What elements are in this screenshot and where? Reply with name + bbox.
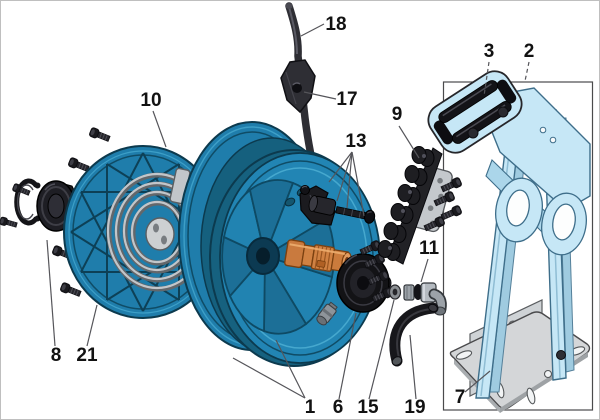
assembly-box-outline xyxy=(442,81,594,411)
leader-8 xyxy=(46,239,56,347)
leader-2 xyxy=(524,61,530,82)
latch-hardware xyxy=(299,185,376,226)
callout-9: 9 xyxy=(392,104,403,125)
ratchet-chain xyxy=(377,146,443,265)
hex-fitting xyxy=(316,301,338,326)
leader-1b xyxy=(232,357,306,399)
callout-2: 2 xyxy=(524,41,535,62)
callout-10: 10 xyxy=(140,90,161,111)
retaining-ring xyxy=(14,178,41,226)
leader-10 xyxy=(152,110,167,148)
callout-labels: 1 2 3 6 7 8 9 10 11 13 15 17 18 19 21 xyxy=(51,14,535,418)
flange-spokes xyxy=(221,179,335,335)
callout-17: 17 xyxy=(336,89,357,110)
leader-13b xyxy=(336,151,353,202)
callout-1: 1 xyxy=(305,397,316,418)
callout-19: 19 xyxy=(404,397,425,418)
leader-21 xyxy=(86,304,98,347)
callout-15: 15 xyxy=(357,397,379,418)
callout-11: 11 xyxy=(419,238,440,259)
leader-17 xyxy=(303,91,337,100)
latch-bolt xyxy=(335,206,376,224)
top-roller xyxy=(438,80,498,123)
callout-21: 21 xyxy=(76,345,98,366)
callout-7: 7 xyxy=(455,387,466,408)
callout-3: 3 xyxy=(484,41,495,62)
seal-washer xyxy=(388,284,402,300)
callout-13: 13 xyxy=(345,131,366,152)
mounting-bracket-assembly xyxy=(427,70,594,413)
leader-7 xyxy=(464,370,491,393)
leader-1a xyxy=(275,339,306,399)
connector-hose xyxy=(389,302,439,367)
handle-bracket xyxy=(280,59,316,114)
leader-19 xyxy=(409,334,417,400)
leader-13d xyxy=(351,151,365,217)
callout-6: 6 xyxy=(333,397,344,418)
leader-13a xyxy=(328,151,353,183)
leader-11 xyxy=(420,258,429,283)
leader-18 xyxy=(300,23,325,37)
leader-lines xyxy=(46,23,530,400)
roller-guide xyxy=(427,70,523,154)
bottom-roller xyxy=(452,101,512,144)
leader-6 xyxy=(338,312,357,400)
callout-18: 18 xyxy=(325,14,346,35)
leader-13c xyxy=(346,151,353,209)
callout-8: 8 xyxy=(51,345,62,366)
swivel-fitting xyxy=(403,282,447,316)
rail-bolt xyxy=(556,350,566,360)
leader-3 xyxy=(483,61,490,97)
leader-9 xyxy=(398,125,420,159)
leader-15 xyxy=(368,299,395,400)
